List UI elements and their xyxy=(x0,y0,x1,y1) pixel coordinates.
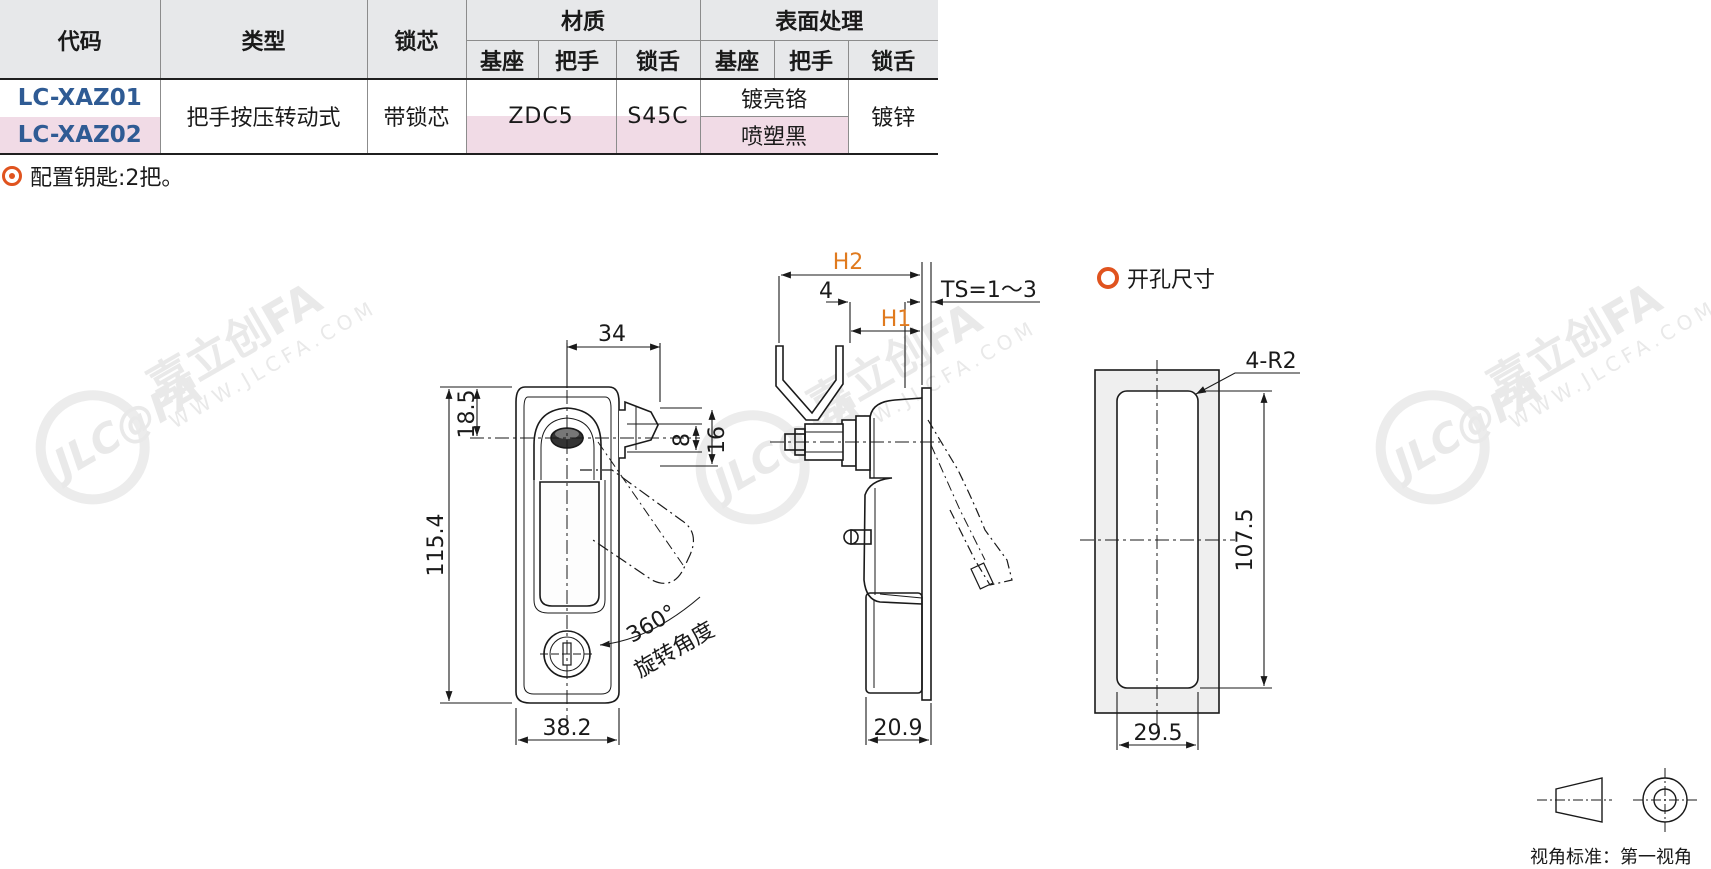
header-surface-tongue: 锁舌 xyxy=(847,40,939,79)
front-view xyxy=(470,340,700,720)
cell-finish-xaz02: 喷塑黑 xyxy=(699,116,849,153)
header-material: 材质 xyxy=(465,0,701,41)
cell-core: 带锁芯 xyxy=(366,79,466,153)
dim-34: 34 xyxy=(598,322,626,347)
side-dim-labels: H2 4 H1 TS=1～3 20.9 xyxy=(819,250,1037,741)
header-surface: 表面处理 xyxy=(699,0,939,41)
dim-8: 8 xyxy=(670,433,695,447)
table-row: LC-XAZ01 把手按压转动式 带锁芯 ZDC5 S45C 镀亮铬 镀锌 xyxy=(0,79,939,153)
header-type: 类型 xyxy=(159,0,367,79)
dim-107-5: 107.5 xyxy=(1233,509,1258,572)
table-mid-rule xyxy=(0,78,938,80)
watermark-right: JLC@FA 嘉立创FA WWW.JLCFA.COM xyxy=(1375,273,1711,505)
row-code: LC-XAZ01 xyxy=(17,84,142,111)
dim-18-5: 18.5 xyxy=(455,390,480,439)
watermark-center: JLC@FA 嘉立创FA WWW.JLCFA.COM xyxy=(695,293,1041,525)
dim-4-r2: 4-R2 xyxy=(1245,349,1296,374)
table-row: LC-XAZ02 喷塑黑 xyxy=(0,116,938,153)
spec-table: 代码 类型 锁芯 材质 表面处理 基座 把手 锁舌 基座 把手 锁舌 LC-XA… xyxy=(0,0,939,153)
dim-h2: H2 xyxy=(833,250,864,275)
side-dimensions xyxy=(778,262,1040,745)
dim-h1: H1 xyxy=(881,307,912,332)
cell-tongue-finish: 镀锌 xyxy=(847,79,939,153)
ring-bullet-icon xyxy=(1097,267,1119,289)
dim-20-9: 20.9 xyxy=(874,716,923,741)
cell-material-base-handle: ZDC5 xyxy=(465,79,616,153)
dim-115-4: 115.4 xyxy=(424,514,449,577)
front-dimensions xyxy=(440,343,718,745)
cutout-title-text: 开孔尺寸 xyxy=(1127,268,1216,293)
first-angle-projection-icon xyxy=(1537,768,1697,832)
note: 配置钥匙:2把。 xyxy=(2,160,183,192)
side-view xyxy=(770,345,1013,701)
cutout-view xyxy=(1080,360,1235,725)
dim-ts: TS=1～3 xyxy=(940,278,1037,303)
view-standard-caption: 视角标准：第一视角 xyxy=(1530,847,1692,868)
header-surface-handle: 把手 xyxy=(773,40,849,79)
bullet-dot-icon xyxy=(2,166,22,186)
header-material-tongue: 锁舌 xyxy=(615,40,701,79)
row-code: LC-XAZ02 xyxy=(0,116,160,153)
header-material-handle: 把手 xyxy=(537,40,616,79)
header-code: 代码 xyxy=(0,0,160,79)
dim-29-5: 29.5 xyxy=(1134,721,1183,746)
cell-type: 把手按压转动式 xyxy=(159,79,367,153)
watermark-left: JLC@FA 嘉立创FA WWW.JLCFA.COM xyxy=(35,273,381,505)
cutout-dimensions xyxy=(1116,372,1300,750)
header-material-base: 基座 xyxy=(465,40,538,79)
cutout-title: 开孔尺寸 xyxy=(1097,262,1215,294)
dim-4: 4 xyxy=(819,279,833,304)
cell-finish-xaz01: 镀亮铬 xyxy=(699,79,849,117)
header-surface-base: 基座 xyxy=(699,40,775,79)
table-bottom-rule xyxy=(0,153,938,155)
cutout-dim-labels: 4-R2 107.5 29.5 xyxy=(1134,349,1297,746)
header-core: 锁芯 xyxy=(366,0,466,79)
note-text: 配置钥匙:2把。 xyxy=(30,166,184,191)
dim-16: 16 xyxy=(705,426,730,454)
dim-38-2: 38.2 xyxy=(543,716,592,741)
cell-material-tongue: S45C xyxy=(615,79,701,153)
